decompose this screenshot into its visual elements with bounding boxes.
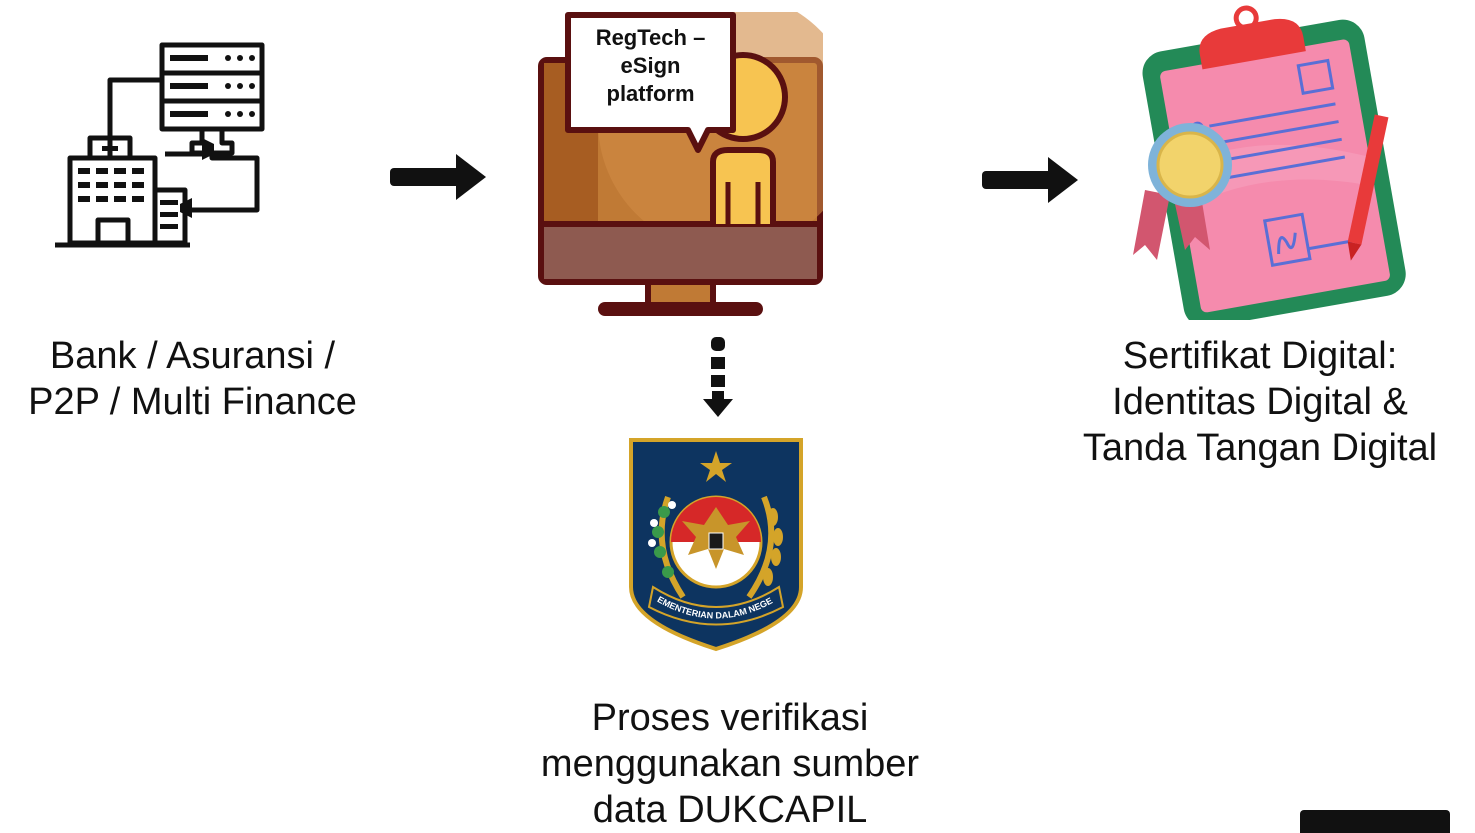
corner-artifact xyxy=(1300,810,1450,833)
dashed-arrow-down-icon xyxy=(703,337,733,417)
certificate-label: Sertifikat Digital: Identitas Digital & … xyxy=(1045,333,1475,471)
bank-icon xyxy=(50,40,270,255)
arrow-bank-to-platform xyxy=(388,152,488,202)
bank-label-line-1: Bank / Asuransi / xyxy=(49,335,336,377)
platform-bubble-text: RegTech – eSign platform xyxy=(568,24,733,108)
dukcapil-label-line-3: data DUKCAPIL xyxy=(592,789,868,831)
bubble-line-2: eSign xyxy=(620,53,681,78)
arrow-right-icon xyxy=(390,154,486,200)
dukcapil-label-line-2: menggunakan sumber xyxy=(540,743,920,785)
arrow-platform-to-certificate xyxy=(980,155,1080,205)
dukcapil-emblem: KEMENTERIAN DALAM NEGERI xyxy=(628,437,804,652)
bank-label: Bank / Asuransi / P2P / Multi Finance xyxy=(0,333,385,425)
certificate-icon xyxy=(1115,5,1415,320)
bubble-line-1: RegTech – xyxy=(595,25,706,50)
bank-server-network-icon xyxy=(55,42,265,248)
dukcapil-label-line-1: Proses verifikasi xyxy=(591,697,869,739)
platform-icon: RegTech – eSign platform xyxy=(538,12,823,322)
monitor-person-icon xyxy=(538,12,823,316)
kementerian-dalam-negeri-emblem: KEMENTERIAN DALAM NEGERI xyxy=(628,437,803,652)
certificate-label-line-1: Sertifikat Digital: xyxy=(1122,335,1398,377)
arrow-platform-to-dukcapil xyxy=(700,335,740,420)
clipboard-certificate-icon xyxy=(1133,5,1406,320)
arrow-right-icon xyxy=(982,157,1078,203)
dukcapil-label: Proses verifikasi menggunakan sumber dat… xyxy=(470,695,990,833)
bank-label-line-2: P2P / Multi Finance xyxy=(28,381,357,423)
certificate-label-line-3: Tanda Tangan Digital xyxy=(1082,427,1438,469)
certificate-label-line-2: Identitas Digital & xyxy=(1112,381,1408,423)
bubble-line-3: platform xyxy=(606,81,695,106)
